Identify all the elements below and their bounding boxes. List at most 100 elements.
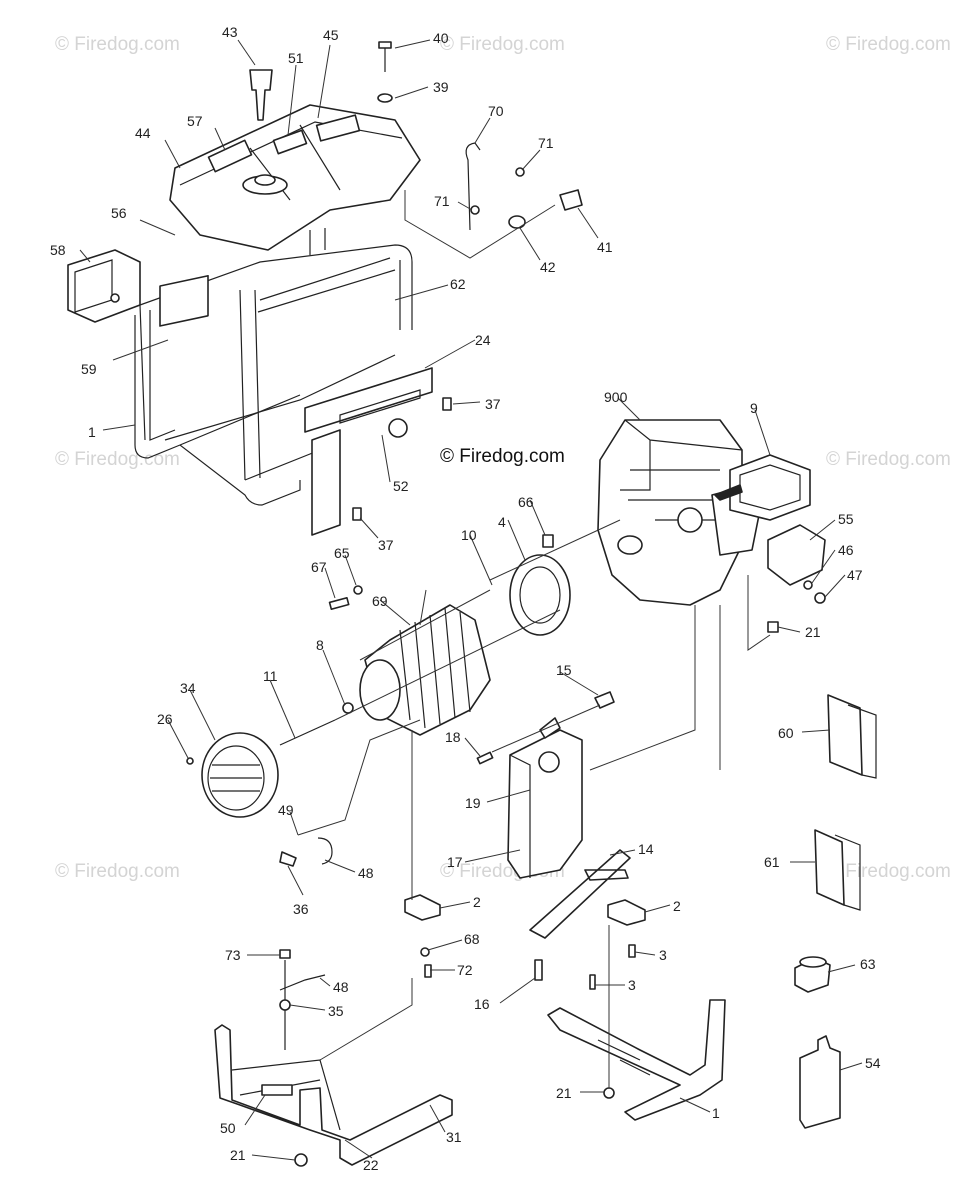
callout-label: 17 bbox=[447, 854, 463, 870]
mount-2-left bbox=[404, 894, 441, 921]
alternator-axis-line bbox=[359, 589, 491, 661]
tank-label-57 bbox=[207, 139, 253, 173]
callout-label: 55 bbox=[838, 511, 854, 527]
control-panel-outlet bbox=[110, 293, 120, 303]
callout-label: 46 bbox=[838, 542, 854, 558]
callout-label: 1 bbox=[712, 1105, 720, 1121]
callout-label: 37 bbox=[485, 396, 501, 412]
callout-label: 14 bbox=[638, 841, 654, 857]
callout-label: 69 bbox=[372, 593, 388, 609]
bracket-axis-line bbox=[489, 519, 621, 581]
engine-arrow bbox=[714, 484, 743, 501]
callout-label: 900 bbox=[604, 389, 628, 405]
callout-label: 63 bbox=[860, 956, 876, 972]
callout-label: 2 bbox=[673, 898, 681, 914]
callout-label: 57 bbox=[187, 113, 203, 129]
engine-head bbox=[620, 419, 743, 491]
callout-label: 68 bbox=[464, 931, 480, 947]
callout-label: 1 bbox=[88, 424, 96, 440]
muffler-side bbox=[509, 754, 531, 878]
tank-label-51 bbox=[272, 129, 308, 155]
rotor-bracket bbox=[509, 554, 571, 636]
part-63-top bbox=[799, 956, 827, 968]
callout-label: 26 bbox=[157, 711, 173, 727]
rotor-bracket-inner bbox=[519, 566, 561, 624]
engine-mount-lines bbox=[589, 575, 771, 771]
through-bolt bbox=[279, 719, 336, 746]
callout-label: 58 bbox=[50, 242, 66, 258]
callout-label: 21 bbox=[556, 1085, 572, 1101]
callout-label: 45 bbox=[323, 27, 339, 43]
fuel-line-assembly-line bbox=[404, 190, 556, 259]
grommet-42 bbox=[508, 215, 526, 229]
manual-61-back bbox=[834, 834, 861, 911]
callout-label: 21 bbox=[805, 624, 821, 640]
callout-label: 47 bbox=[847, 567, 863, 583]
washer-35 bbox=[279, 999, 291, 1011]
screw-37a bbox=[442, 397, 452, 411]
washer-8 bbox=[342, 702, 354, 714]
clamp-71b bbox=[470, 205, 480, 215]
callout-label: 2 bbox=[473, 894, 481, 910]
callout-label: 71 bbox=[434, 193, 450, 209]
manual-60 bbox=[827, 694, 863, 776]
base-frame-right-cross bbox=[597, 1039, 651, 1076]
callout-label: 48 bbox=[333, 979, 349, 995]
left-base-line bbox=[319, 978, 413, 1061]
fuel-gauge bbox=[249, 69, 273, 121]
callout-label: 71 bbox=[538, 135, 554, 151]
muffler-bracket-15 bbox=[594, 691, 615, 709]
bolt-73-head bbox=[279, 949, 291, 959]
engine-shaft bbox=[617, 535, 643, 555]
callout-label: 4 bbox=[498, 514, 506, 530]
engine-port bbox=[677, 507, 703, 533]
manual-60-back bbox=[847, 704, 877, 779]
callout-label: 41 bbox=[597, 239, 613, 255]
washer-65 bbox=[353, 585, 363, 595]
terminal-36 bbox=[279, 851, 297, 867]
callout-label: 73 bbox=[225, 947, 241, 963]
bolt-66 bbox=[542, 534, 554, 548]
callout-label: 66 bbox=[518, 494, 534, 510]
front-panel-side bbox=[311, 429, 341, 536]
callout-label: 8 bbox=[316, 637, 324, 653]
callout-label: 19 bbox=[465, 795, 481, 811]
through-bolt-line bbox=[334, 609, 561, 721]
callout-label: 31 bbox=[446, 1129, 462, 1145]
watermark-top-right: © Firedog.com bbox=[826, 34, 951, 55]
manual-61 bbox=[814, 829, 845, 906]
callout-label: 36 bbox=[293, 901, 309, 917]
watermark-mid-right: © Firedog.com bbox=[826, 449, 951, 470]
callout-label: 22 bbox=[363, 1157, 379, 1173]
washer-68 bbox=[420, 947, 430, 957]
nut-21-left bbox=[294, 1153, 308, 1167]
tank-label-45 bbox=[315, 114, 361, 142]
washer-46 bbox=[803, 580, 813, 590]
base-frame-left bbox=[214, 1024, 453, 1166]
bolt-40-head bbox=[378, 41, 392, 49]
muffler-bracket-14 bbox=[529, 849, 631, 939]
fuel-line bbox=[465, 142, 481, 231]
callout-label: 15 bbox=[556, 662, 572, 678]
watermark-low-left: © Firedog.com bbox=[55, 861, 180, 882]
callout-label: 24 bbox=[475, 332, 491, 348]
nut-47 bbox=[814, 592, 826, 604]
callout-label: 9 bbox=[750, 400, 758, 416]
screw-26 bbox=[186, 757, 194, 765]
watermarks: © Firedog.com © Firedog.com © Firedog.co… bbox=[55, 34, 951, 882]
front-panel-cutout bbox=[339, 389, 421, 424]
screw-37b bbox=[352, 507, 362, 521]
callout-label: 70 bbox=[488, 103, 504, 119]
callout-label: 21 bbox=[230, 1147, 246, 1163]
muffler-pipe bbox=[539, 717, 561, 739]
callout-label: 50 bbox=[220, 1120, 236, 1136]
callout-label: 16 bbox=[474, 996, 490, 1012]
rear-cover-slots bbox=[210, 764, 262, 792]
muffler-grille bbox=[538, 751, 560, 773]
callout-label: 10 bbox=[461, 527, 477, 543]
mount-2-right bbox=[607, 899, 646, 926]
screw-18 bbox=[476, 751, 494, 765]
callout-label: 51 bbox=[288, 50, 304, 66]
screw-16 bbox=[534, 959, 543, 981]
